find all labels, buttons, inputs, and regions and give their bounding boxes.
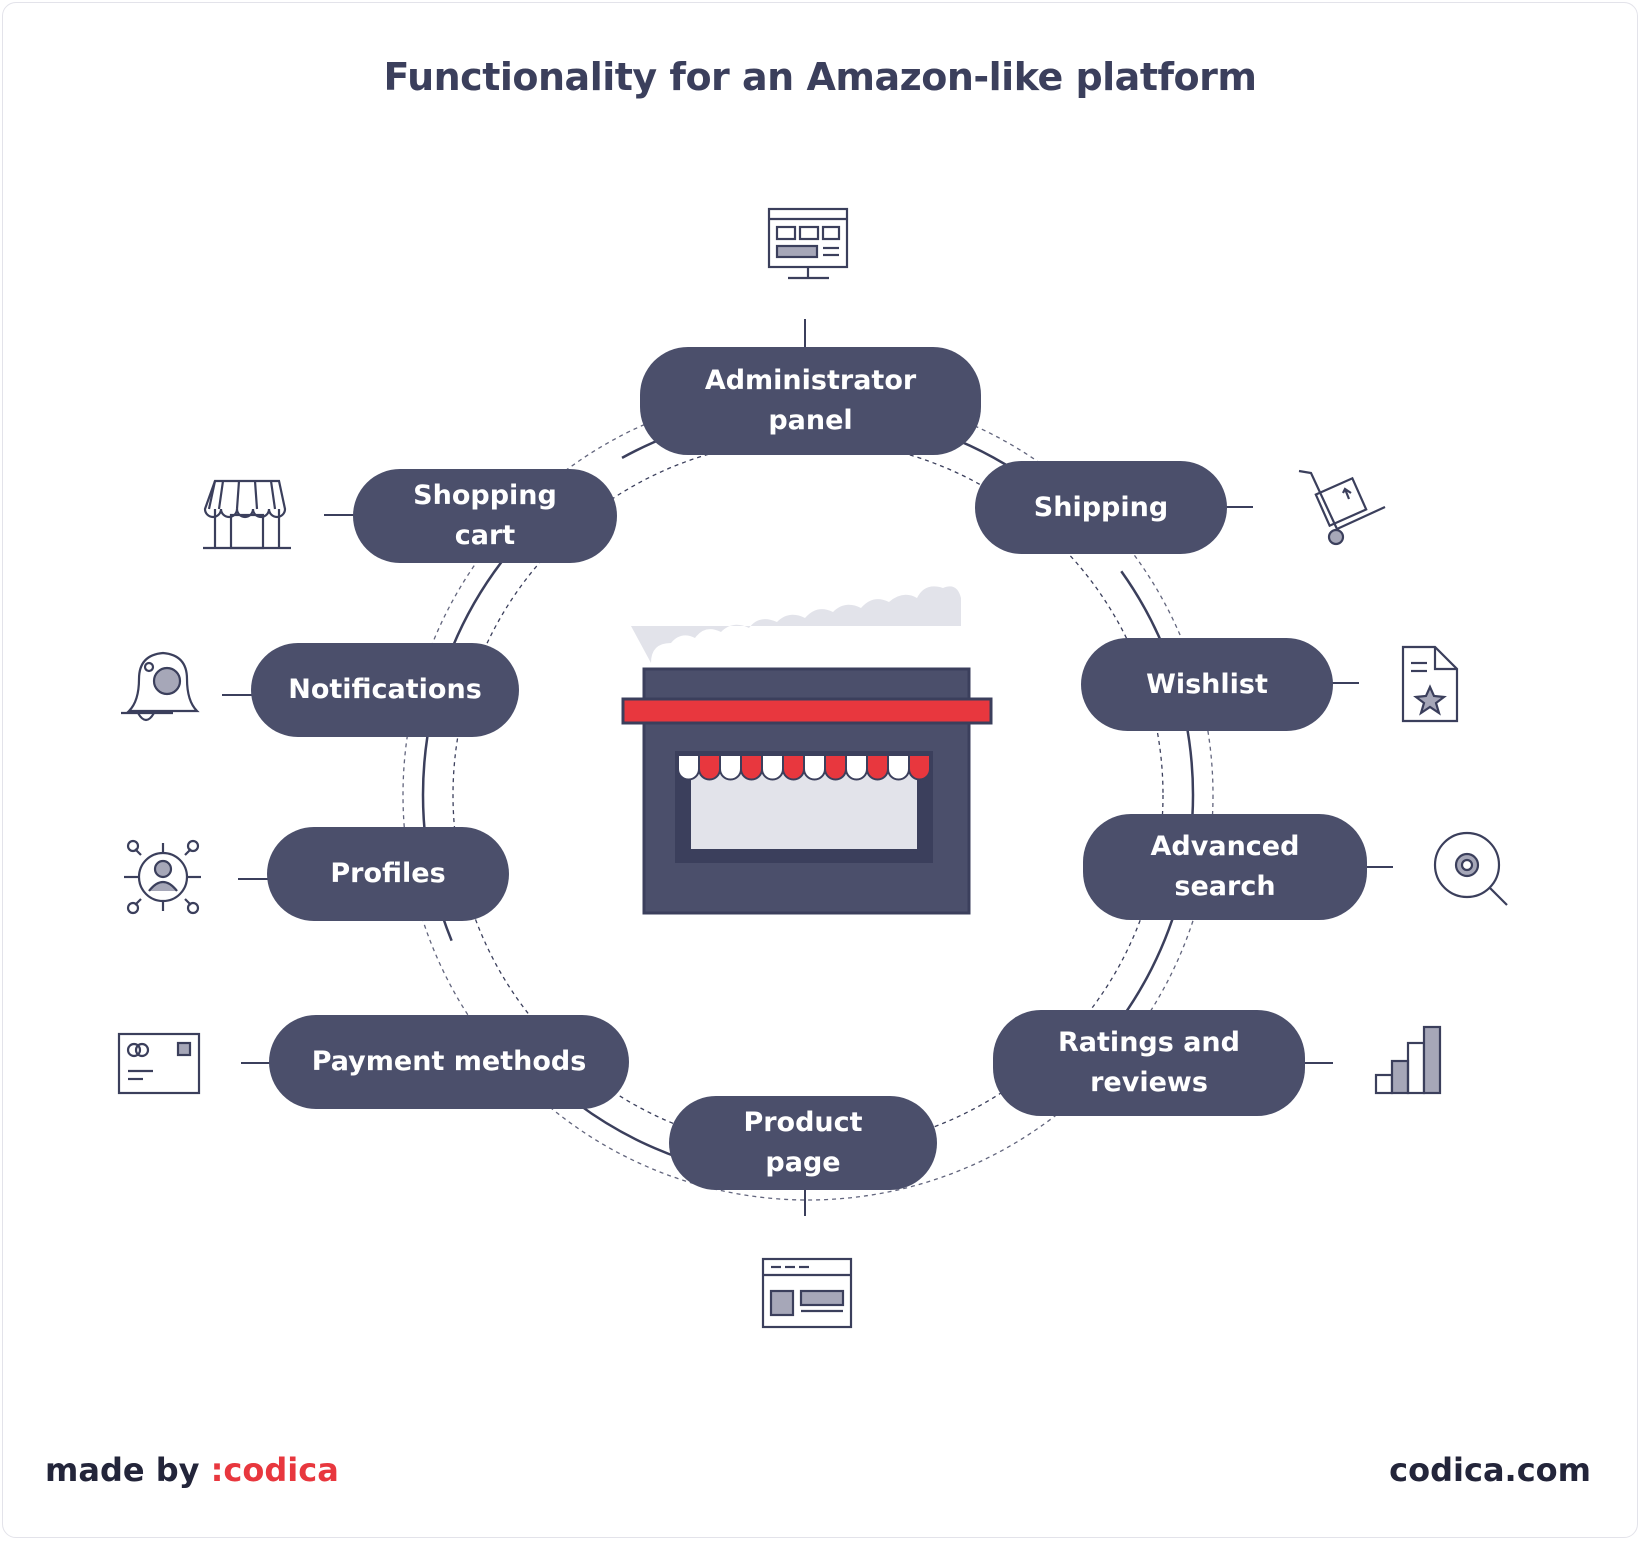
- bar-chart-icon: [1374, 1025, 1442, 1095]
- codica-logo: :codica: [210, 1451, 339, 1489]
- node-wishlist: Wishlist: [1081, 638, 1333, 731]
- node-payment-methods: Payment methods: [269, 1015, 629, 1109]
- storefront-icon: [621, 586, 993, 915]
- site-url: codica.com: [1389, 1451, 1591, 1489]
- search-gear-magnifier-icon: [1433, 831, 1508, 906]
- user-profile-network-icon: [124, 839, 201, 915]
- node-label: Shipping: [1033, 491, 1169, 523]
- wishlist-document-star-icon: [1401, 645, 1459, 723]
- node-label: Profiles: [330, 858, 446, 889]
- node-ratings-and-reviews: Ratings and reviews: [993, 1010, 1305, 1116]
- node-notifications: Notifications: [251, 643, 519, 737]
- node-label: Wishlist: [1146, 668, 1268, 700]
- connector-lines: [222, 319, 1393, 1216]
- page-title: Functionality for an Amazon-like platfor…: [383, 55, 1257, 99]
- node-label: Ratings and reviews: [1058, 1027, 1240, 1098]
- feature-ring-diagram: [117, 207, 1508, 1329]
- node-product-page: Product page: [669, 1096, 937, 1190]
- node-label: Shopping cart: [413, 480, 557, 551]
- market-stall-icon: [203, 479, 291, 550]
- node-label: Payment methods: [311, 1046, 587, 1077]
- made-by-credit: made by :codica: [45, 1451, 339, 1489]
- node-label: Advanced search: [1150, 831, 1300, 902]
- node-advanced-search: Advanced search: [1083, 814, 1367, 920]
- product-page-window-icon: [761, 1257, 853, 1329]
- made-by-text: made by: [45, 1451, 200, 1489]
- admin-dashboard-monitor-icon: [767, 207, 849, 280]
- node-profiles: Profiles: [267, 827, 509, 921]
- node-label: Notifications: [288, 674, 482, 705]
- delivery-hand-truck-icon: [1298, 469, 1386, 546]
- node-shopping-cart: Shopping cart: [353, 469, 617, 563]
- node-shipping: Shipping: [975, 461, 1227, 554]
- node-label: Administrator panel: [704, 365, 917, 436]
- node-administrator-panel: Administrator panel: [640, 347, 981, 455]
- notification-bell-icon: [121, 651, 200, 722]
- credit-card-icon: [117, 1032, 201, 1095]
- node-label: Product page: [743, 1107, 863, 1178]
